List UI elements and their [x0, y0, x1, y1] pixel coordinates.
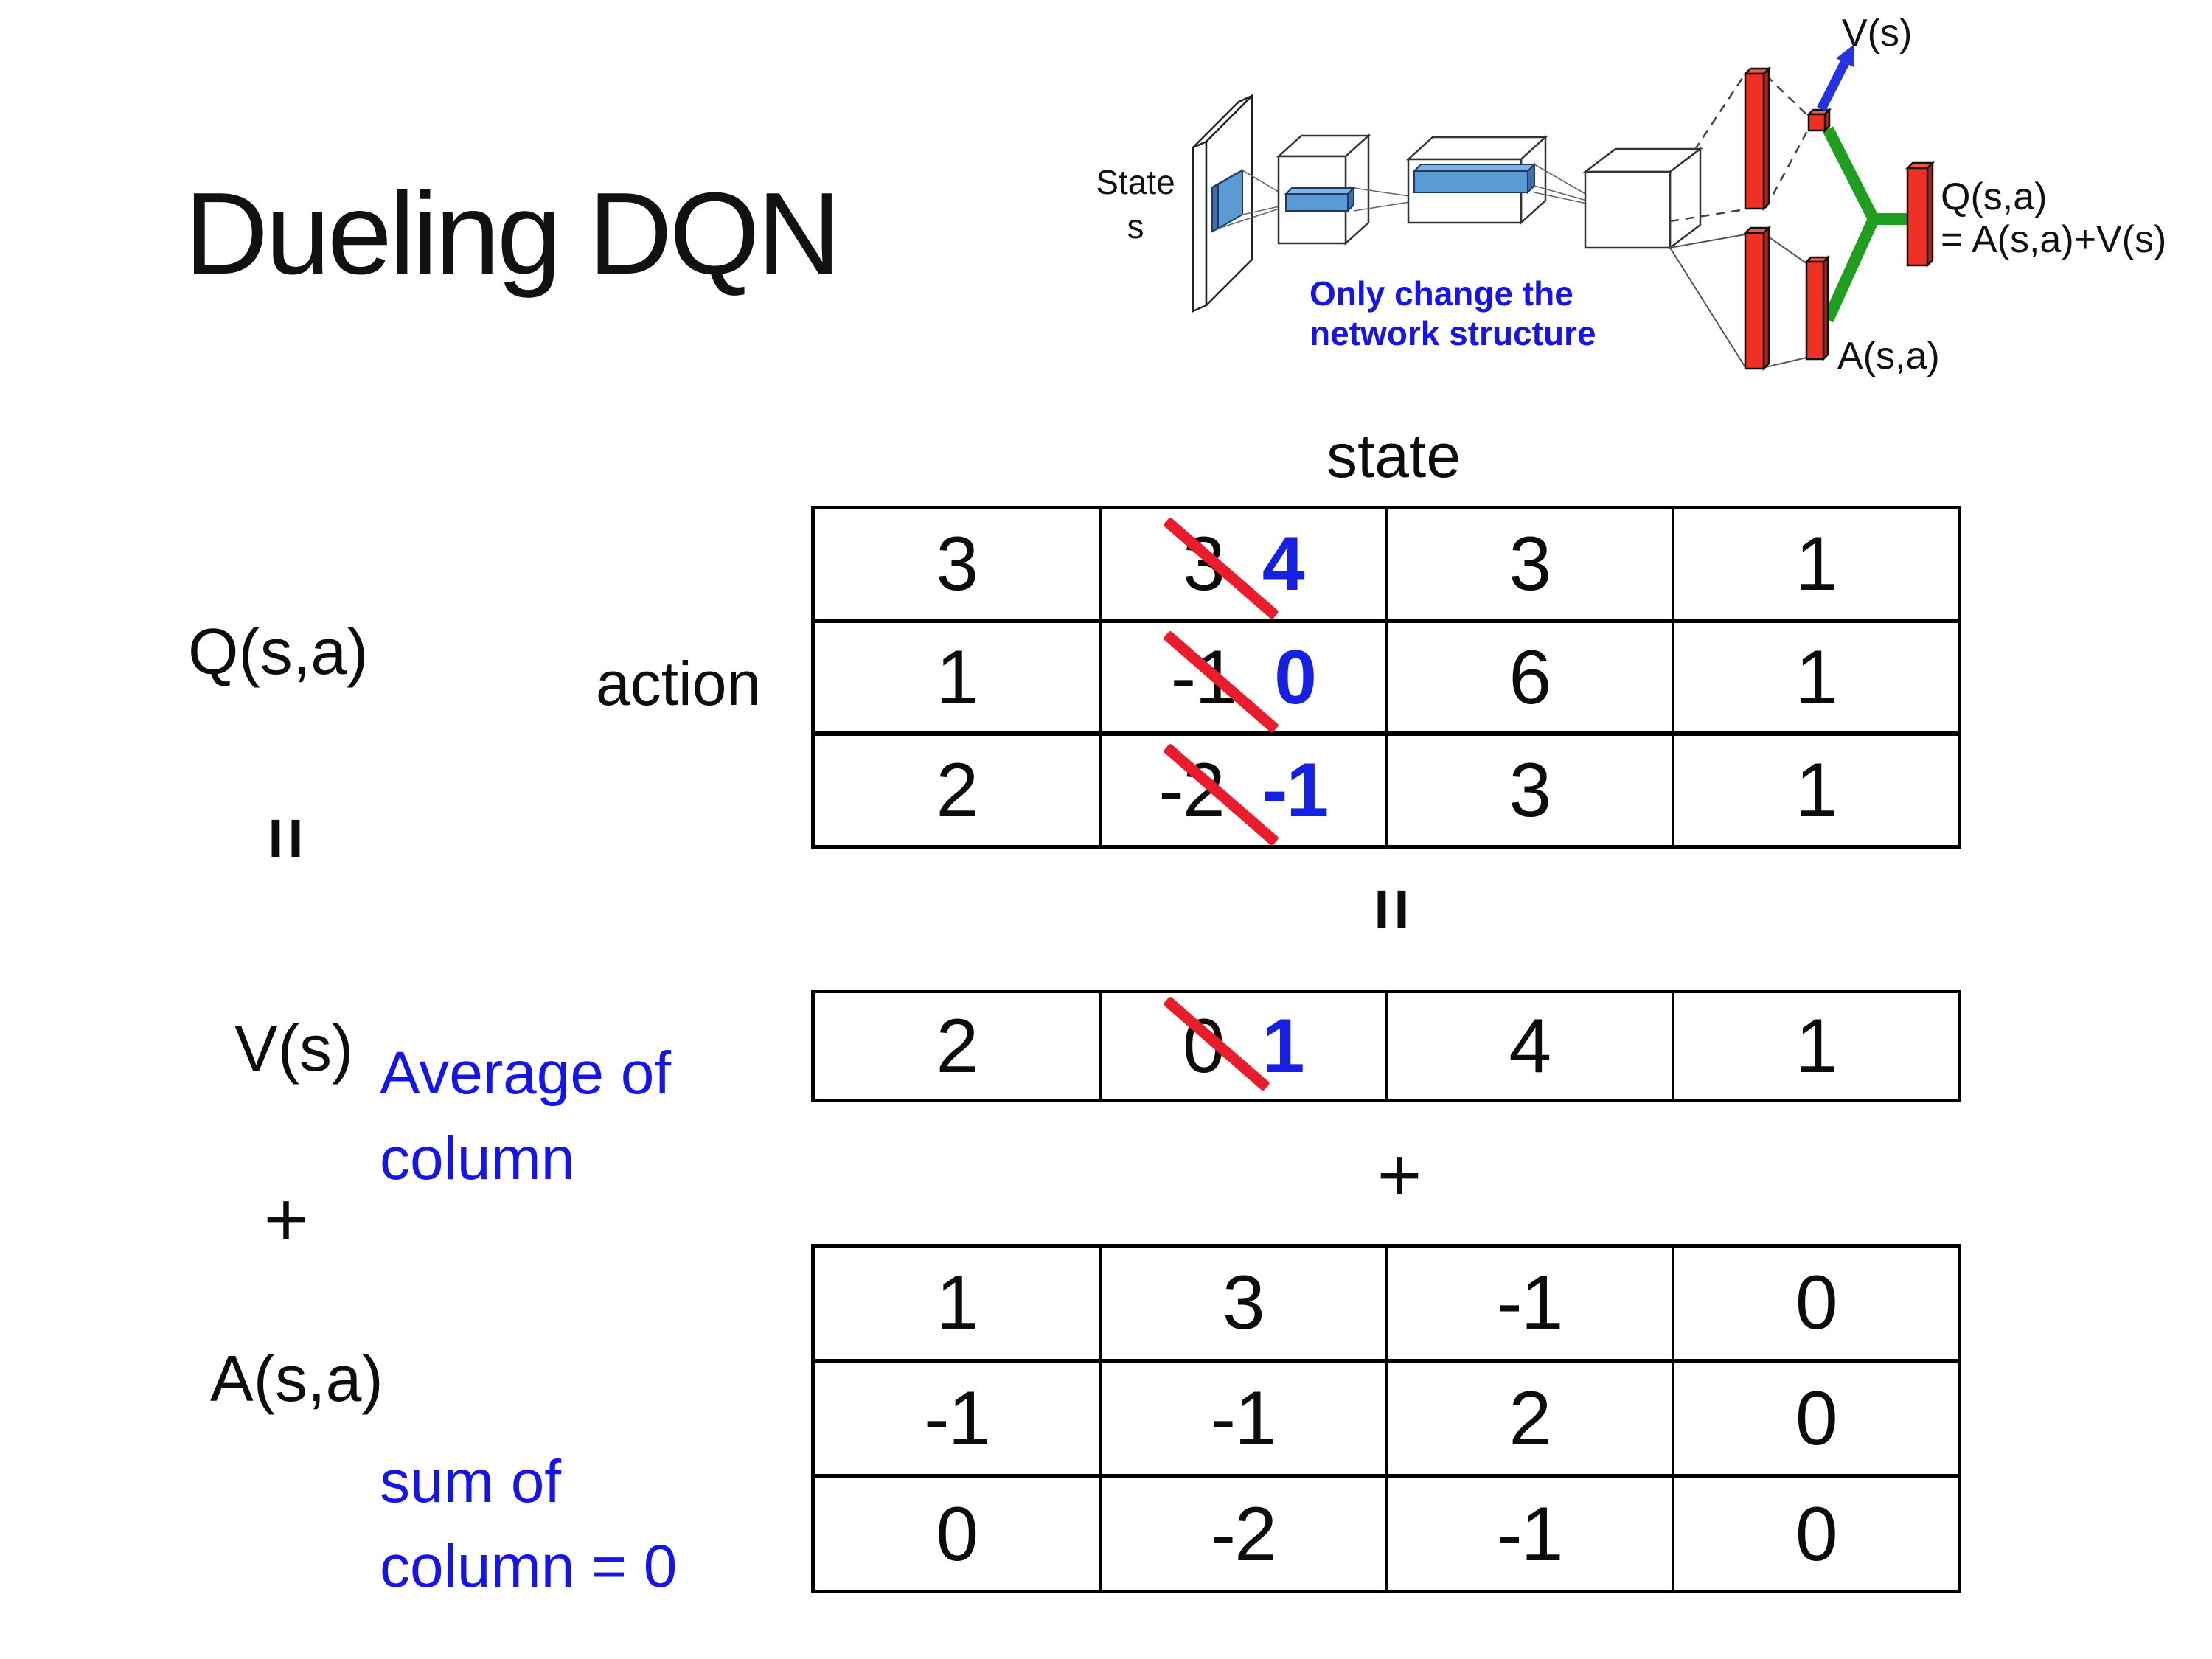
v-cell-struck: 0 1	[1098, 993, 1385, 1099]
table-row: 0 -2 -1 0	[815, 1474, 1958, 1590]
diagram-state-label-line1: State	[1096, 163, 1175, 201]
plus-sign-left: +	[263, 1177, 309, 1262]
q-cell: 1	[936, 634, 978, 720]
q-cell-struck: 3 4	[1098, 509, 1385, 620]
state-axis-label: state	[1326, 421, 1461, 490]
average-note-line2: column	[380, 1125, 575, 1192]
q-cell: 1	[1671, 736, 1958, 846]
new-value: 0	[1274, 634, 1317, 720]
table-row: 1 -1 0 6 1	[815, 618, 1958, 734]
a-cell: -2	[1098, 1478, 1385, 1590]
plus-sign-center: +	[1377, 1133, 1422, 1218]
merge-connector	[1822, 126, 1910, 323]
diagram-v-output-label: V(s)	[1842, 12, 1912, 55]
projection-lines-2	[1353, 187, 1411, 212]
q-cell: 1	[1671, 509, 1958, 619]
diagram-q-output-formula: = A(s,a)+V(s)	[1941, 218, 2166, 261]
diagram-state-label-line2: s	[1127, 207, 1144, 246]
dashed-connections	[1669, 73, 1810, 223]
conv-cube-3	[1582, 147, 1703, 250]
a-cell: -1	[1098, 1363, 1385, 1475]
a-cell: -1	[924, 1376, 990, 1461]
feature-bar-2	[1412, 162, 1537, 195]
slide-title: Dueling DQN	[184, 169, 841, 299]
fc-bar-bottom	[1742, 225, 1772, 372]
a-cell: 2	[1385, 1363, 1672, 1475]
q-cell: 6	[1385, 622, 1672, 732]
table-row: 2 -2 -1 3 1	[815, 731, 1958, 847]
fc-bar-top	[1742, 66, 1772, 212]
a-cell: -1	[1385, 1248, 1672, 1359]
q-cell: 2	[936, 748, 978, 834]
new-value: 4	[1262, 521, 1305, 607]
new-value: 1	[1262, 1003, 1305, 1089]
q-cell: 3	[936, 521, 978, 607]
q-cell: 3	[1385, 509, 1672, 619]
v-function-label: V(s)	[234, 1012, 354, 1085]
v-cell: 4	[1385, 993, 1672, 1099]
q-vector-bar	[1905, 160, 1935, 268]
q-cell: 1	[1671, 622, 1958, 732]
sum-note-line2: column = 0	[380, 1533, 678, 1600]
diagram-note-line2: network structure	[1310, 314, 1596, 352]
table-row: 2 0 1 4 1	[815, 993, 1958, 1099]
diagram-q-output-label: Q(s,a)	[1941, 175, 2047, 218]
table-row: -1 -1 2 0	[815, 1358, 1958, 1475]
v-arrow-icon	[1817, 44, 1854, 111]
average-note-line1: Average of	[380, 1040, 672, 1107]
a-function-label: A(s,a)	[210, 1342, 383, 1415]
dueling-network-diagram: State s V(s) Q(s,a) = A(s,a)+V(s) A(s,a)…	[1096, 12, 2166, 378]
table-row: 3 3 4 3 1	[815, 509, 1958, 620]
equals-sign-center: =	[1351, 887, 1433, 931]
diagram-a-output-label: A(s,a)	[1837, 335, 1940, 378]
a-vector-bar	[1804, 254, 1831, 362]
projection-lines-3	[1534, 164, 1587, 204]
q-cell-struck: -2 -1	[1098, 736, 1385, 847]
feature-bar-1	[1284, 186, 1356, 213]
a-cell: 3	[1098, 1248, 1385, 1359]
diagram-note-line1: Only change the	[1310, 274, 1573, 313]
new-value: -1	[1262, 748, 1329, 834]
v-cell: 1	[1671, 993, 1958, 1099]
q-cell: 3	[1385, 736, 1672, 846]
a-cell: 0	[1671, 1478, 1958, 1590]
equals-sign-left: =	[245, 816, 327, 860]
a-cell: 0	[936, 1491, 978, 1577]
a-cell: 1	[936, 1260, 978, 1346]
v-cell: 2	[936, 1003, 978, 1089]
q-table: 3 3 4 3 1 1 -1 0 6 1 2 -2 -1	[811, 506, 1961, 849]
q-function-label: Q(s,a)	[188, 615, 369, 688]
v-table: 2 0 1 4 1	[811, 990, 1961, 1102]
a-table: 1 3 -1 0 -1 -1 2 0 0 -2 -1 0	[811, 1244, 1961, 1593]
a-cell: 0	[1671, 1248, 1958, 1359]
conv-filter-icon	[1211, 169, 1243, 233]
sum-note-line1: sum of	[380, 1448, 562, 1515]
v-scalar-node	[1806, 107, 1832, 133]
action-axis-label: action	[596, 649, 762, 718]
a-cell: 0	[1671, 1363, 1958, 1475]
a-cell: -1	[1385, 1478, 1672, 1590]
solid-connections	[1669, 234, 1807, 368]
q-cell-struck: -1 0	[1098, 622, 1385, 734]
table-row: 1 3 -1 0	[815, 1248, 1958, 1359]
